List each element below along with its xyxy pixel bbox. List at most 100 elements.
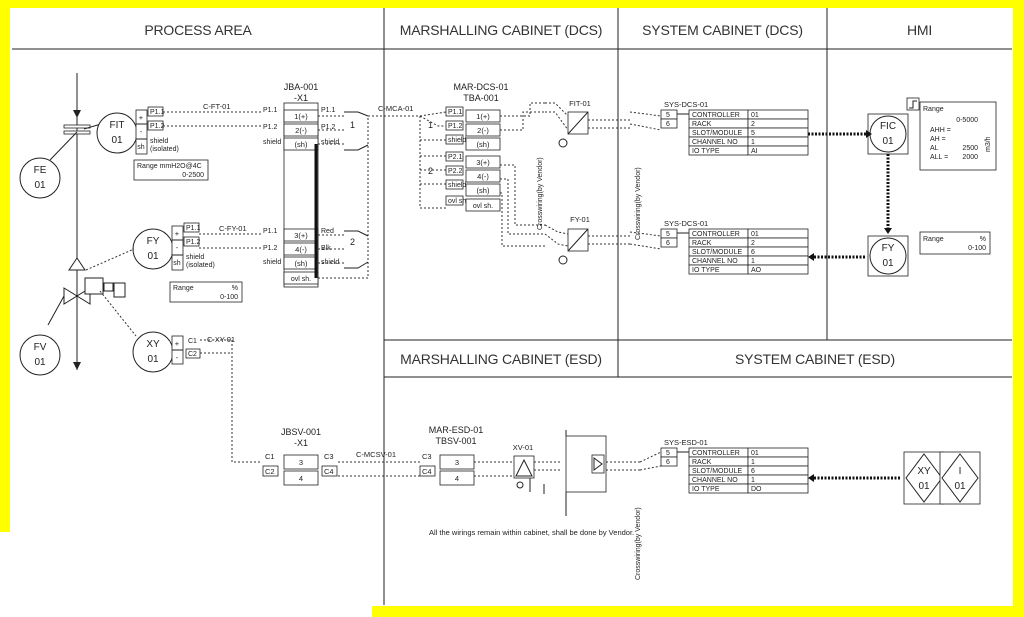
svg-text:2(-): 2(-) xyxy=(295,126,307,135)
system-card-title: SYS-DCS-01 xyxy=(664,219,708,228)
section-grid xyxy=(12,8,1012,605)
svg-text:Range mmH2O@4C: Range mmH2O@4C xyxy=(137,163,202,170)
fy-01-bubble[interactable]: FY 01 xyxy=(132,228,174,270)
svg-text:C4: C4 xyxy=(324,467,334,476)
svg-text:FIT-01: FIT-01 xyxy=(569,99,591,108)
svg-text:3(+): 3(+) xyxy=(294,231,308,240)
system-card-field: IO TYPE xyxy=(692,267,720,274)
svg-text:shield: shield xyxy=(448,182,466,189)
junction-box-jba-001[interactable]: JBA-001 -X1 1(+) 2(-) (sh) 3(+) 4(-) (sh… xyxy=(263,82,339,288)
header-marshalling-esd: MARSHALLING CABINET (ESD) xyxy=(400,351,602,367)
system-card-channel: 5 xyxy=(666,450,670,457)
svg-text:(sh): (sh) xyxy=(477,186,490,195)
header-system-esd: SYSTEM CABINET (ESD) xyxy=(735,351,895,367)
svg-text:JBA-001: JBA-001 xyxy=(284,82,319,92)
fy-01-faceplate[interactable]: FY 01 xyxy=(867,235,909,277)
marshalling-dcs-tb[interactable]: MAR-DCS-01 TBA-001 1(+) 2(-) (sh) 3(+) 4… xyxy=(428,82,509,212)
svg-text:01: 01 xyxy=(882,258,894,269)
i-01-faceplate[interactable]: I 01 xyxy=(939,451,981,505)
svg-text:-: - xyxy=(176,353,179,362)
svg-text:shield: shield xyxy=(150,138,168,145)
svg-text:shield: shield xyxy=(448,137,466,144)
system-card-value: 6 xyxy=(751,468,755,475)
svg-text:TBSV-001: TBSV-001 xyxy=(435,436,476,446)
system-card-channel: 6 xyxy=(666,240,670,247)
control-valve-icon xyxy=(47,248,137,337)
fit-01-isolator[interactable]: FIT-01 xyxy=(558,99,591,148)
svg-text:Range: Range xyxy=(173,285,194,292)
marshalling-esd-tb[interactable]: MAR-ESD-01 TBSV-001 3 4 C3 C4 xyxy=(419,425,483,486)
xv-01-relay[interactable]: XV-01 xyxy=(513,443,545,494)
svg-text:4: 4 xyxy=(455,474,459,483)
svg-text:2: 2 xyxy=(350,237,355,247)
svg-text:ovl sh.: ovl sh. xyxy=(473,203,493,210)
fy-range-box: Range % 0-100 xyxy=(919,231,991,255)
svg-text:01: 01 xyxy=(954,481,966,492)
junction-box-jbsv-001[interactable]: JBSV-001 -X1 3 4 C1 C2 C3 C4 xyxy=(262,427,338,486)
fy-terminal-block: + - sh P1.1 P1.2 shield (isolated) Range… xyxy=(169,222,243,303)
svg-text:Red: Red xyxy=(321,228,334,235)
svg-text:shield: shield xyxy=(263,139,281,146)
system-card-value: 01 xyxy=(751,112,759,119)
fy-loop: 01 xyxy=(147,251,159,262)
fic-01-faceplate[interactable]: FIC 01 xyxy=(867,97,920,155)
svg-text:2(-): 2(-) xyxy=(477,126,489,135)
system-card-field: RACK xyxy=(692,459,712,466)
svg-text:P1.1: P1.1 xyxy=(150,109,165,116)
svg-text:Range: Range xyxy=(923,236,944,243)
svg-text:C1: C1 xyxy=(265,452,275,461)
svg-text:C1: C1 xyxy=(188,338,197,345)
xy-01-faceplate[interactable]: XY 01 xyxy=(903,451,945,505)
svg-text:P1.2: P1.2 xyxy=(150,123,165,130)
fe-01-bubble[interactable]: FE 01 xyxy=(19,157,61,199)
system-card-value: DO xyxy=(751,486,762,493)
svg-text:-X1: -X1 xyxy=(294,438,308,448)
esd-relay-module xyxy=(565,430,607,516)
system-card-channel: 6 xyxy=(666,121,670,128)
crosswiring-note-dcs-sys: Crosswiring(by Vendor) xyxy=(635,167,642,240)
svg-text:0-5000: 0-5000 xyxy=(956,117,978,124)
fic-range-box: Range 0-5000 m3/h AHH = AH = AL 2500 ALL… xyxy=(919,101,997,171)
header-system-dcs: SYSTEM CABINET (DCS) xyxy=(642,22,803,38)
svg-text:C2: C2 xyxy=(188,351,197,358)
svg-text:1(+): 1(+) xyxy=(476,112,490,121)
svg-text:(isolated): (isolated) xyxy=(186,262,215,269)
fy-01-isolator[interactable]: FY-01 xyxy=(558,215,590,265)
svg-text:(sh): (sh) xyxy=(295,140,308,149)
xy-tag: XY xyxy=(146,339,160,350)
system-card-value: 6 xyxy=(751,249,755,256)
svg-text:sh: sh xyxy=(173,260,181,267)
flow-arrow-icon xyxy=(73,110,81,118)
fv-01-bubble[interactable]: FV 01 xyxy=(19,334,61,376)
svg-text:C3: C3 xyxy=(422,452,432,461)
orifice-plate-icon xyxy=(63,124,91,129)
system-card-title: SYS-DCS-01 xyxy=(664,100,708,109)
system-card-value: 2 xyxy=(751,240,755,247)
xy-01-bubble[interactable]: XY 01 xyxy=(132,331,174,373)
svg-text:+: + xyxy=(139,113,144,122)
cable-c-mcsv-01: C-MCSV-01 xyxy=(356,450,396,459)
svg-text:1: 1 xyxy=(428,120,433,130)
svg-text:0-100: 0-100 xyxy=(220,294,238,301)
svg-text:+: + xyxy=(175,229,180,238)
svg-text:P1.2: P1.2 xyxy=(263,245,278,252)
fit-terminal-block: + - sh P1.1 P1.2 shield (isolated) Range… xyxy=(133,106,209,181)
svg-text:2: 2 xyxy=(428,166,433,176)
svg-text:AHH =: AHH = xyxy=(930,127,951,134)
svg-text:3: 3 xyxy=(455,458,459,467)
svg-text:(isolated): (isolated) xyxy=(150,146,179,153)
svg-text:(sh): (sh) xyxy=(477,140,490,149)
svg-text:FY-01: FY-01 xyxy=(570,215,590,224)
svg-text:01: 01 xyxy=(918,481,930,492)
fit-01-bubble[interactable]: FIT 01 xyxy=(96,112,138,154)
svg-text:%: % xyxy=(232,285,238,292)
header-process-area: PROCESS AREA xyxy=(144,22,252,38)
crosswiring-note-esd: Crosswiring(by Vendor) xyxy=(635,507,642,580)
svg-text:XY: XY xyxy=(917,466,931,477)
